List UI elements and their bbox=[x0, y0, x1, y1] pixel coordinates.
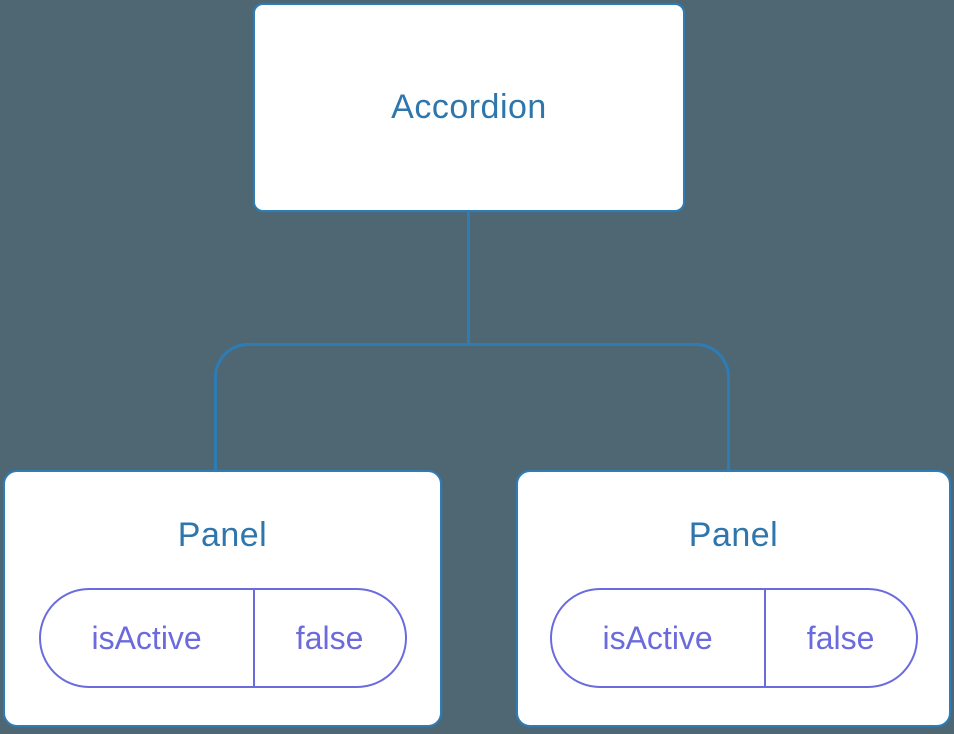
node-panel-left: Panel isActive false bbox=[3, 470, 442, 727]
node-panel-left-label: Panel bbox=[177, 516, 268, 554]
node-accordion-label: Accordion bbox=[391, 88, 547, 126]
state-pill-right-value: false bbox=[763, 590, 916, 686]
node-panel-right-label: Panel bbox=[688, 516, 779, 554]
state-pill-right: isActive false bbox=[549, 588, 918, 688]
state-pill-left-value: false bbox=[252, 590, 405, 686]
node-accordion: Accordion bbox=[253, 3, 685, 212]
node-panel-right: Panel isActive false bbox=[516, 470, 951, 727]
connector-root-stem bbox=[467, 211, 470, 345]
state-pill-left: isActive false bbox=[38, 588, 407, 688]
connector-branch-bracket bbox=[214, 343, 730, 470]
state-pill-right-name: isActive bbox=[602, 619, 713, 656]
state-pill-left-name: isActive bbox=[91, 619, 202, 656]
